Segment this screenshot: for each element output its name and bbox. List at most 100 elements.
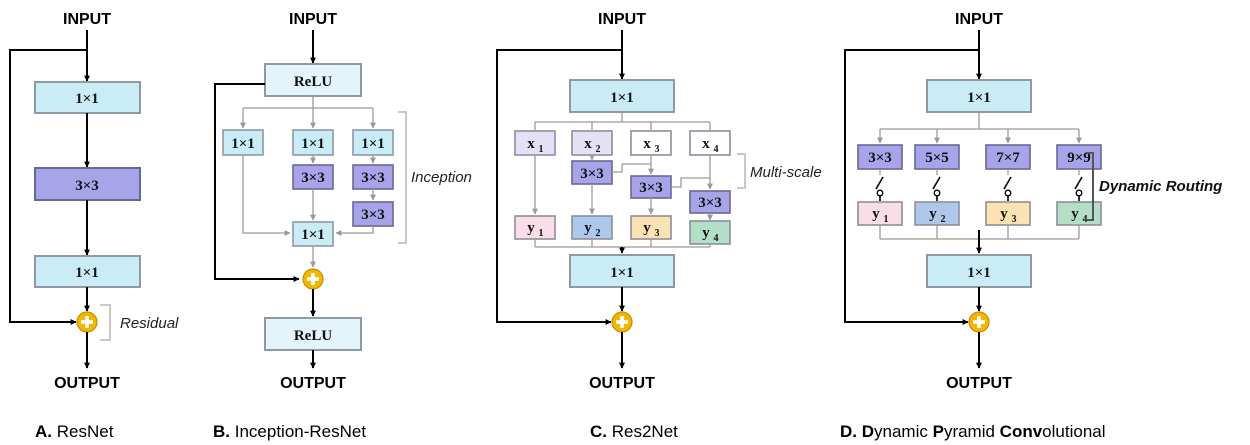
svg-text:4: 4 (714, 144, 719, 155)
svg-text:1×1: 1×1 (610, 90, 634, 106)
input-label: INPUT (955, 11, 1003, 28)
block-1x1-bottom: 1×1 (569, 254, 675, 288)
panel-dynamic-pyramid-conv: INPUT 1×1 3×3 5×5 7×7 9×9 (840, 11, 1222, 441)
output-y1: y 1 (857, 201, 903, 226)
switch-icon (1074, 169, 1083, 201)
svg-text:3×3: 3×3 (361, 207, 385, 223)
svg-text:2: 2 (596, 144, 601, 155)
svg-text:y: y (643, 220, 651, 236)
input-label: INPUT (289, 11, 337, 28)
residual-annotation: Residual (120, 315, 179, 332)
output-y3: y 3 (985, 201, 1031, 226)
skip-connection (9, 49, 87, 325)
svg-text:x: x (643, 136, 651, 152)
svg-text:1×1: 1×1 (301, 136, 325, 152)
svg-text:y: y (872, 206, 880, 222)
svg-text:3: 3 (1012, 214, 1017, 225)
svg-text:ReLU: ReLU (294, 74, 332, 90)
block-3x3: 3×3 (34, 167, 141, 201)
output-y2: y 2 (914, 201, 960, 226)
panel-resnet: INPUT 1×1 3×3 1×1 OUTPUT Residual A. Res… (9, 11, 179, 441)
svg-text:1×1: 1×1 (75, 265, 99, 281)
svg-text:2: 2 (941, 214, 946, 225)
output-y4: y 4 (1056, 201, 1102, 226)
dynamic-routing-annotation: Dynamic Routing (1099, 178, 1222, 195)
kernel-9x9: 9×9 (1056, 144, 1102, 170)
svg-text:3×3: 3×3 (639, 180, 663, 196)
svg-text:x: x (702, 136, 710, 152)
add-icon (611, 311, 633, 333)
svg-text:1×1: 1×1 (361, 136, 385, 152)
kernel-5x5: 5×5 (914, 144, 960, 170)
svg-text:1×1: 1×1 (610, 265, 634, 281)
branch3-3x3-b: 3×3 (352, 201, 394, 227)
svg-text:3×3: 3×3 (868, 150, 892, 166)
svg-text:5×5: 5×5 (925, 150, 949, 166)
block-1x1-bottom: 1×1 (34, 255, 141, 288)
split-x4: x 4 (689, 130, 731, 156)
svg-text:3: 3 (655, 228, 660, 239)
block-1x1-top: 1×1 (926, 79, 1032, 113)
inception-annotation: Inception (411, 169, 472, 186)
skip-connection (844, 49, 979, 325)
split-x3: x 3 (630, 130, 672, 156)
caption-b: B. Inception-ResNet (213, 422, 366, 441)
split-x1: x 1 (514, 130, 556, 156)
svg-text:1×1: 1×1 (231, 136, 255, 152)
kernel-3x3: 3×3 (857, 144, 903, 170)
panel-inception-resnet: INPUT ReLU 1×1 1×1 1×1 3×3 (213, 11, 472, 441)
conv-3x3-1: 3×3 (571, 160, 613, 185)
skip-connection (214, 83, 300, 282)
conv-3x3-3: 3×3 (689, 190, 731, 214)
merge-1x1: 1×1 (292, 221, 334, 247)
svg-text:y: y (1000, 206, 1008, 222)
block-relu-top: ReLU (264, 63, 362, 97)
branch3-1x1: 1×1 (352, 129, 394, 156)
svg-text:1×1: 1×1 (301, 227, 325, 243)
svg-text:3×3: 3×3 (75, 178, 99, 194)
svg-text:3: 3 (655, 144, 660, 155)
svg-text:4: 4 (1083, 214, 1088, 225)
skip-connection (496, 49, 622, 325)
output-y1: y 1 (514, 215, 556, 240)
add-icon (76, 311, 98, 333)
svg-text:2: 2 (596, 228, 601, 239)
output-y4: y 4 (689, 220, 731, 245)
output-label: OUTPUT (280, 375, 346, 392)
svg-text:4: 4 (714, 233, 719, 244)
input-label: INPUT (63, 11, 111, 28)
branch1-1x1: 1×1 (222, 129, 264, 156)
add-icon (968, 311, 990, 333)
switch-icon (875, 169, 884, 201)
svg-text:y: y (527, 220, 535, 236)
svg-text:1: 1 (884, 214, 889, 225)
panel-res2net: INPUT 1×1 x 1 x 2 x 3 x (496, 11, 822, 441)
add-icon (302, 268, 324, 290)
svg-text:1: 1 (539, 144, 544, 155)
conv-3x3-2: 3×3 (630, 175, 672, 199)
kernel-7x7: 7×7 (985, 144, 1031, 170)
svg-text:3×3: 3×3 (698, 195, 722, 211)
svg-text:7×7: 7×7 (996, 150, 1020, 166)
output-y3: y 3 (630, 215, 672, 240)
switch-icon (932, 169, 941, 201)
svg-text:3×3: 3×3 (301, 170, 325, 186)
block-1x1-bottom: 1×1 (926, 254, 1032, 288)
multiscale-annotation: Multi-scale (750, 164, 822, 181)
svg-text:1: 1 (539, 228, 544, 239)
svg-text:y: y (929, 206, 937, 222)
caption-a: A. ResNet (35, 422, 114, 441)
output-label: OUTPUT (54, 375, 120, 392)
output-label: OUTPUT (589, 375, 655, 392)
svg-text:3×3: 3×3 (580, 166, 604, 182)
svg-text:1×1: 1×1 (75, 91, 99, 107)
output-y2: y 2 (571, 215, 613, 240)
input-label: INPUT (598, 11, 646, 28)
svg-text:9×9: 9×9 (1067, 150, 1091, 166)
output-label: OUTPUT (946, 375, 1012, 392)
block-relu-bottom: ReLU (264, 317, 362, 351)
svg-text:3×3: 3×3 (361, 170, 385, 186)
svg-text:x: x (584, 136, 592, 152)
branch2-3x3: 3×3 (292, 164, 334, 190)
